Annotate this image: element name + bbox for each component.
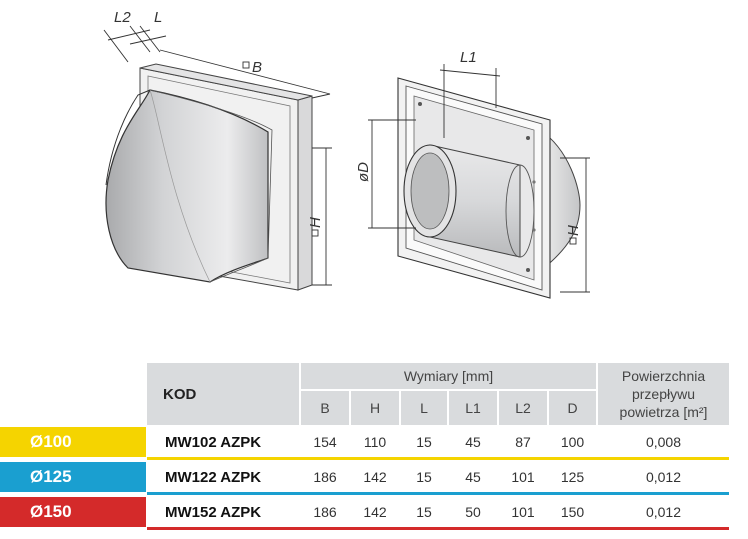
col-header-l: L xyxy=(401,391,447,425)
value-l1: 50 xyxy=(465,504,481,520)
left-dimension-lines xyxy=(103,25,332,286)
label-l: L xyxy=(154,9,162,26)
value-area: 0,012 xyxy=(645,504,682,520)
hood-front-view xyxy=(105,63,313,291)
label-l2: L2 xyxy=(114,9,131,26)
value-area: 0,008 xyxy=(645,434,682,450)
value-d: 150 xyxy=(560,504,585,520)
col-header-l1: L1 xyxy=(449,391,497,425)
svg-text:øD: øD xyxy=(355,162,372,182)
svg-text:H: H xyxy=(307,217,324,228)
area-header-line-2: przepływu xyxy=(631,386,696,402)
value-b: 186 xyxy=(313,504,337,520)
value-h: 110 xyxy=(363,434,387,450)
value-d: 100 xyxy=(560,434,585,450)
value-b: 186 xyxy=(313,469,337,485)
value-area: 0,012 xyxy=(645,469,682,485)
product-code: MW152 AZPK xyxy=(165,503,262,521)
value-b: 154 xyxy=(313,434,337,450)
dimensions-header: Wymiary [mm] xyxy=(301,363,596,389)
value-l2: 101 xyxy=(511,469,535,485)
technical-drawing: L2 L B H L1 xyxy=(103,9,590,299)
square-symbol-b xyxy=(242,61,250,69)
col-header-h: H xyxy=(351,391,399,425)
row-divider xyxy=(147,527,729,530)
specification-table: KOD Wymiary [mm] Powierzchnia przepływu … xyxy=(0,363,748,535)
product-code: MW102 AZPK xyxy=(165,433,262,451)
value-l2: 101 xyxy=(511,504,535,520)
label-h-right-group: H xyxy=(565,225,582,245)
hood-rear-view xyxy=(397,77,581,299)
value-l1: 45 xyxy=(465,434,481,450)
product-code: MW122 AZPK xyxy=(165,468,262,486)
label-h-left-group: H xyxy=(307,217,324,237)
kod-header: KOD xyxy=(147,363,299,425)
diameter-label: Ø100 xyxy=(0,427,146,457)
label-d-group: øD xyxy=(355,162,372,182)
row-divider xyxy=(147,492,729,495)
label-b: B xyxy=(252,59,262,76)
col-header-l2: L2 xyxy=(499,391,547,425)
row-divider xyxy=(147,457,729,460)
value-d: 125 xyxy=(560,469,585,485)
value-l: 15 xyxy=(416,504,432,520)
label-l1: L1 xyxy=(460,49,477,66)
diameter-label: Ø150 xyxy=(0,497,146,527)
area-header: Powierzchnia przepływu powietrza [m²] xyxy=(598,363,729,425)
diameter-label: Ø125 xyxy=(0,462,146,492)
value-l1: 45 xyxy=(465,469,481,485)
value-h: 142 xyxy=(363,469,387,485)
col-header-d: D xyxy=(549,391,596,425)
value-h: 142 xyxy=(363,504,387,520)
svg-text:H: H xyxy=(565,225,582,236)
area-header-line-1: Powierzchnia xyxy=(621,368,706,384)
value-l: 15 xyxy=(416,469,432,485)
area-header-line-3: powietrza [m²] xyxy=(619,404,708,420)
right-dimension-lines xyxy=(368,64,590,293)
col-header-b: B xyxy=(301,391,349,425)
value-l2: 87 xyxy=(515,434,531,450)
value-l: 15 xyxy=(416,434,432,450)
